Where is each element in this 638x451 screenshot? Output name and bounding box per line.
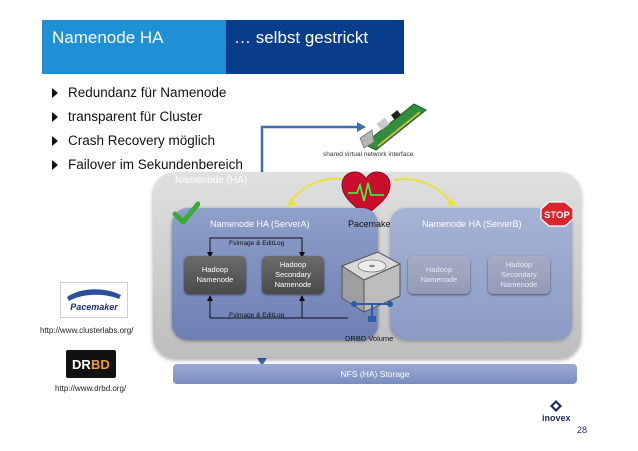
pacemaker-logo-graphic: Pacemaker xyxy=(67,289,121,312)
bullet-arrow-icon xyxy=(52,88,58,98)
server-b-title: Namenode HA (ServerB) xyxy=(422,219,522,229)
hadoop-namenode-a: Hadoop Namenode xyxy=(184,256,246,294)
drbd-logo-text-bd: BD xyxy=(91,357,110,372)
hadoop-secondary-namenode-b: Hadoop Secondary Namenode xyxy=(488,256,550,294)
bullet-item: Redundanz für Namenode xyxy=(48,82,243,104)
bullet-arrow-icon xyxy=(52,136,58,146)
network-interface-label: shared virtual network interface xyxy=(323,151,414,158)
bullet-arrow-icon xyxy=(52,112,58,122)
clusterlabs-url[interactable]: http://www.clusterlabs.org/ xyxy=(40,326,134,335)
fsimage-bottom-label: FsImage & EditLog xyxy=(229,312,285,319)
bullet-item: Failover im Sekundenbereich xyxy=(48,154,243,176)
drbd-volume-label: DRBD Volume xyxy=(345,334,394,343)
hadoop-namenode-b: Hadoop Namenode xyxy=(408,256,470,294)
pacemaker-logo-text: Pacemaker xyxy=(70,302,118,312)
stop-sign-text: STOP xyxy=(544,210,570,221)
server-a-title: Namenode HA (ServerA) xyxy=(210,219,310,229)
ha-group-label: Namenode (HA) xyxy=(175,175,248,186)
drbd-url[interactable]: http://www.drbd.org/ xyxy=(55,384,127,393)
nfs-storage-bar: NFS (HA) Storage xyxy=(173,364,577,384)
inovex-brand: inovex xyxy=(542,413,571,423)
bullet-item: Crash Recovery möglich xyxy=(48,130,243,152)
network-card-icon xyxy=(359,103,427,151)
hadoop-secondary-namenode-a: Hadoop Secondary Namenode xyxy=(262,256,324,294)
fsimage-top-label: FsImage & EditLog xyxy=(229,240,285,247)
title-right-panel: … selbst gestrickt xyxy=(226,20,404,74)
bullet-arrow-icon xyxy=(52,160,58,170)
drbd-logo: DR BD xyxy=(66,350,116,378)
page-number: 28 xyxy=(577,425,588,435)
drbd-drive-icon xyxy=(340,251,402,322)
stop-sign-icon: STOP xyxy=(540,201,574,227)
inovex-logo-icon xyxy=(550,400,562,412)
drbd-logo-graphic: DR BD xyxy=(72,357,110,372)
title-left-panel: Namenode HA xyxy=(42,20,226,74)
slide-title: Namenode HA xyxy=(52,28,164,47)
drbd-logo-text-dr: DR xyxy=(72,357,91,372)
bullet-list: Redundanz für Namenode transparent für C… xyxy=(48,82,243,178)
pacemaker-label: Pacemaker xyxy=(348,219,394,229)
checkmark-icon xyxy=(172,201,200,225)
pacemaker-logo: Pacemaker xyxy=(60,282,128,318)
heart-icon xyxy=(341,171,391,216)
bullet-item: transparent für Cluster xyxy=(48,106,243,128)
slide-subtitle: … selbst gestrickt xyxy=(234,28,369,47)
